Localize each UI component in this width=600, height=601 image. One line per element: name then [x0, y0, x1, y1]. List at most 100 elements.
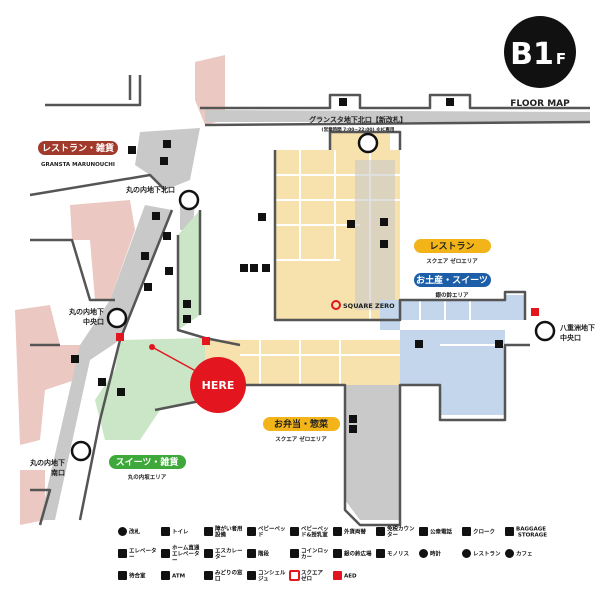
legend-label: ATM: [172, 574, 185, 580]
gate-label-gransta-north: グランスタ地下北口【新改札】: [309, 115, 407, 124]
legend-label: ベビーベッド: [258, 525, 286, 539]
area-label: お土産・スイーツ: [416, 274, 488, 286]
legend-label: AED: [344, 574, 357, 580]
atm-icon: [161, 571, 170, 580]
legend-label: 障がい者用設備: [215, 525, 243, 539]
restaurant-icon: [462, 549, 471, 558]
legend-item: レストラン: [462, 549, 501, 558]
gate-label-marunouchi-south-2: 南口: [51, 468, 65, 477]
here-label: HERE: [202, 379, 235, 392]
legend-item: ホーム直通エレベーター: [161, 544, 200, 564]
ticket-office-icon: [204, 571, 213, 580]
platform-elevator-icon: [161, 549, 170, 558]
legend-item: 階段: [247, 549, 270, 558]
area-sublabel: 丸の内坂エリア: [127, 473, 167, 481]
legend-item: 外貨両替: [333, 527, 367, 536]
legend-item: 障がい者用設備: [204, 525, 243, 539]
facility-icons: [71, 98, 503, 433]
legend-label: 時計: [430, 550, 442, 558]
gate-label-marunouchi-south: 丸の内地下: [29, 458, 65, 467]
concierge-icon: [247, 571, 256, 580]
here-marker: [190, 357, 246, 413]
gate-label-yaesu-central: 八重洲地下: [559, 323, 595, 332]
waiting-room-icon: [118, 571, 127, 580]
legend-label: 公衆電話: [430, 528, 453, 536]
legend-item: モノリス: [376, 549, 410, 558]
walls: [29, 75, 591, 527]
area-souvenir: お土産・スイーツ 銀の鈴エリア: [414, 273, 491, 299]
legend-item: クローク: [462, 527, 495, 536]
legend-label: BAGGAGE STORAGE: [516, 527, 547, 539]
gate-label-marunouchi-central-2: 中央口: [83, 317, 104, 326]
ticket-gate-icon: [118, 527, 127, 536]
area-sweets: スイーツ・雑貨 丸の内坂エリア: [109, 455, 186, 481]
legend-label: スクエア ゼロ: [301, 569, 325, 583]
area-sublabel: 銀の鈴エリア: [435, 291, 469, 299]
legend-item: エレベーター: [118, 547, 157, 561]
legend-label: 免税カウンター: [387, 525, 415, 539]
floor-suffix: F: [556, 50, 566, 68]
phone-icon: [419, 527, 428, 536]
nursing-room-icon: [290, 527, 299, 536]
gate-label-marunouchi-north: 丸の内地下北口: [125, 185, 175, 194]
legend-item: 銀の鈴広場: [333, 549, 372, 558]
gate-hours-note: (営業時間 7:00~22:00) ※IC専用: [322, 126, 395, 133]
area-restaurant: レストラン スクエア ゼロエリア: [414, 239, 491, 265]
currency-exchange-icon: [333, 527, 342, 536]
legend-label: トイレ: [172, 529, 189, 536]
cloak-icon: [462, 527, 471, 536]
toilet-icon: [161, 527, 170, 536]
legend-item: 公衆電話: [419, 527, 453, 536]
accessible-icon: [204, 527, 213, 536]
legend-item: みどりの窓口: [204, 569, 243, 583]
legend-item: カフェ: [505, 549, 533, 558]
square-zero-icon: [289, 570, 300, 581]
baggage-icon: [505, 527, 514, 536]
gate-label-marunouchi-central: 丸の内地下: [68, 307, 104, 316]
area-label: レストラン: [429, 241, 474, 252]
legend-label: モノリス: [387, 551, 410, 558]
silver-bell-icon: [333, 549, 342, 558]
legend-label: みどりの窓口: [215, 569, 243, 583]
area-label: レストラン・雑貨: [42, 142, 114, 154]
gate-label-yaesu-central-2: 中央口: [560, 333, 581, 342]
area-sublabel: GRANSTA MARUNOUCHI: [41, 162, 115, 168]
tax-free-icon: [376, 527, 385, 536]
legend-label: ベビーベッド&授乳室: [301, 525, 329, 539]
legend-item: ATM: [161, 571, 185, 580]
stairs-icon: [247, 549, 256, 558]
elevator-icon: [118, 549, 127, 558]
area-sublabel: スクエア ゼロエリア: [426, 257, 478, 265]
legend-item: スクエア ゼロ: [289, 569, 325, 583]
pink-area: [15, 55, 225, 525]
square-zero-label: SQUARE ZERO: [343, 302, 395, 310]
legend-item: エスカレーター: [204, 548, 243, 561]
legend-item: 改札: [118, 527, 141, 536]
legend-label: エスカレーター: [215, 548, 243, 561]
coin-locker-icon: [290, 549, 299, 558]
legend-item: ベビーベッド&授乳室: [290, 525, 329, 539]
square-zero-logo: SQUARE ZERO: [331, 300, 395, 310]
legend-label: エレベーター: [129, 547, 157, 561]
legend-label: クローク: [473, 528, 495, 536]
legend-item: 待合室: [118, 571, 146, 580]
ticket-gate-icon: [70, 132, 556, 462]
legend-label: コインロッカー: [301, 548, 329, 561]
legend-item: ベビーベッド: [247, 525, 286, 539]
here-dot: [149, 344, 155, 350]
floor-badge: [504, 16, 576, 88]
legend-label: 待合室: [129, 572, 146, 580]
legend-label: 銀の鈴広場: [344, 550, 372, 558]
legend-item: 免税カウンター: [376, 525, 415, 539]
legend-item: コインロッカー: [290, 548, 329, 561]
legend-item: AED: [333, 571, 357, 580]
area-label: お弁当・惣菜: [274, 418, 329, 430]
legend-label: ホーム直通エレベーター: [172, 544, 200, 564]
legend-item: トイレ: [161, 527, 189, 536]
blue-area: [380, 295, 525, 415]
legend-label: カフェ: [516, 551, 533, 558]
area-gransta: レストラン・雑貨 GRANSTA MARUNOUCHI: [38, 141, 118, 168]
floor-map-title: FLOOR MAP: [510, 99, 570, 109]
